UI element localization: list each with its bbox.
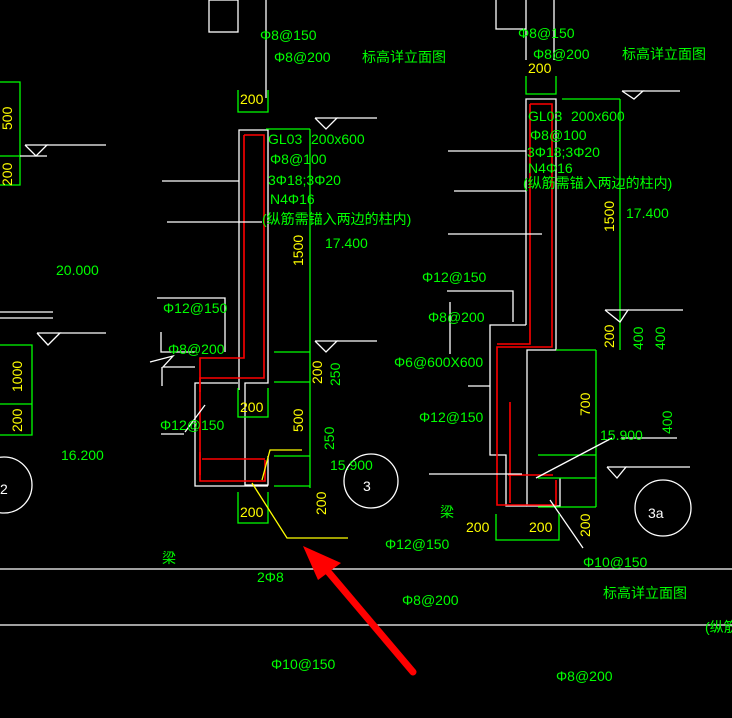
side-bars-label: N4Φ16 <box>528 160 573 176</box>
anchor-note: (纵筋需锚入两边的柱内) <box>523 175 672 191</box>
rebar-label: Φ8@200 <box>274 49 331 65</box>
dim-label: 200 <box>240 504 264 520</box>
elevation-label: 20.000 <box>56 262 99 278</box>
elevation-label: 16.200 <box>61 447 104 463</box>
dim-label: 200 <box>240 91 264 107</box>
main-bars-label: 3Φ18;3Φ20 <box>268 172 341 188</box>
right-detail-geometry <box>429 0 692 549</box>
dim-label: 250 <box>321 426 337 450</box>
rebar-label: Φ12@150 <box>419 409 484 425</box>
beam-id: GL03 <box>528 108 562 124</box>
dim-label: 400 <box>630 326 646 350</box>
rebar-label: Φ12@150 <box>163 300 228 316</box>
dim-label: 200 <box>313 491 329 515</box>
elevation-label: 17.400 <box>626 205 669 221</box>
section-mark: 2 <box>0 481 8 497</box>
dim-label: 250 <box>327 362 343 386</box>
rebar-label: Φ8@150 <box>518 25 575 41</box>
dim-label: 200 <box>240 399 264 415</box>
elevation-note: 标高详立面图 <box>622 46 706 62</box>
beam-label: 梁 <box>162 550 176 566</box>
left-detail-geometry <box>149 0 399 539</box>
stirrup-label: Φ8@100 <box>270 151 327 167</box>
rebar-label: Φ10@150 <box>583 554 648 570</box>
section-circle-2 <box>0 456 33 514</box>
dim-label: 200 <box>0 162 15 186</box>
section-mark: 3a <box>648 505 664 521</box>
rebar-label: Φ8@200 <box>402 592 459 608</box>
mesh-label: Φ6@600X600 <box>394 354 483 370</box>
rebar-label: Φ12@150 <box>160 417 225 433</box>
dim-label: 700 <box>577 392 593 416</box>
dim-label: 200 <box>528 60 552 76</box>
dim-label: 200 <box>9 408 25 432</box>
stirrup-label: Φ8@100 <box>530 127 587 143</box>
far-left-geometry <box>0 81 106 514</box>
rebar-label: Φ8@200 <box>168 341 225 357</box>
beam-size: 200x600 <box>571 108 625 124</box>
elevation-note: 标高详立面图 <box>603 585 687 601</box>
rebar-label: Φ8@200 <box>556 668 613 684</box>
dim-label: 400 <box>652 326 668 350</box>
beam-id: GL03 <box>268 131 302 147</box>
elevation-label: 15.900 <box>600 427 643 443</box>
elevation-label: 17.400 <box>325 235 368 251</box>
red-arrow-annotation <box>303 546 417 676</box>
dim-label: 1500 <box>601 201 617 232</box>
elevation-note: 标高详立面图 <box>362 49 446 65</box>
dim-label: 500 <box>0 106 15 130</box>
beam-size: 200x600 <box>311 131 365 147</box>
dim-label: 1000 <box>9 361 25 392</box>
dim-label: 200 <box>529 519 553 535</box>
dim-label: 500 <box>290 408 306 432</box>
beam-label: 梁 <box>440 504 454 520</box>
dim-label: 200 <box>577 513 593 537</box>
rebar-label: Φ12@150 <box>385 536 450 552</box>
section-circle-3a <box>634 479 692 537</box>
dim-label: 1500 <box>290 235 306 266</box>
section-mark: 3 <box>363 478 371 494</box>
rebar-label: Φ12@150 <box>422 269 487 285</box>
anchor-note: (纵筋需锚入两边的柱内) <box>262 211 411 227</box>
rebar-label: Φ8@200 <box>428 309 485 325</box>
main-bars-label: 3Φ18;3Φ20 <box>527 144 600 160</box>
rebar-label: Φ10@150 <box>271 656 336 672</box>
side-bars-label: N4Φ16 <box>270 191 315 207</box>
elevation-label: 15.900 <box>330 457 373 473</box>
dim-label: 200 <box>601 324 617 348</box>
section-circle-3 <box>343 453 399 509</box>
dim-label: 200 <box>309 360 325 384</box>
rebar-label: Φ8@150 <box>260 27 317 43</box>
dim-label: 200 <box>466 519 490 535</box>
rebar-label: 2Φ8 <box>257 569 284 585</box>
dim-label: 400 <box>659 410 675 434</box>
rebar-label: Φ8@200 <box>533 46 590 62</box>
anchor-note: (纵筋 <box>705 619 732 635</box>
